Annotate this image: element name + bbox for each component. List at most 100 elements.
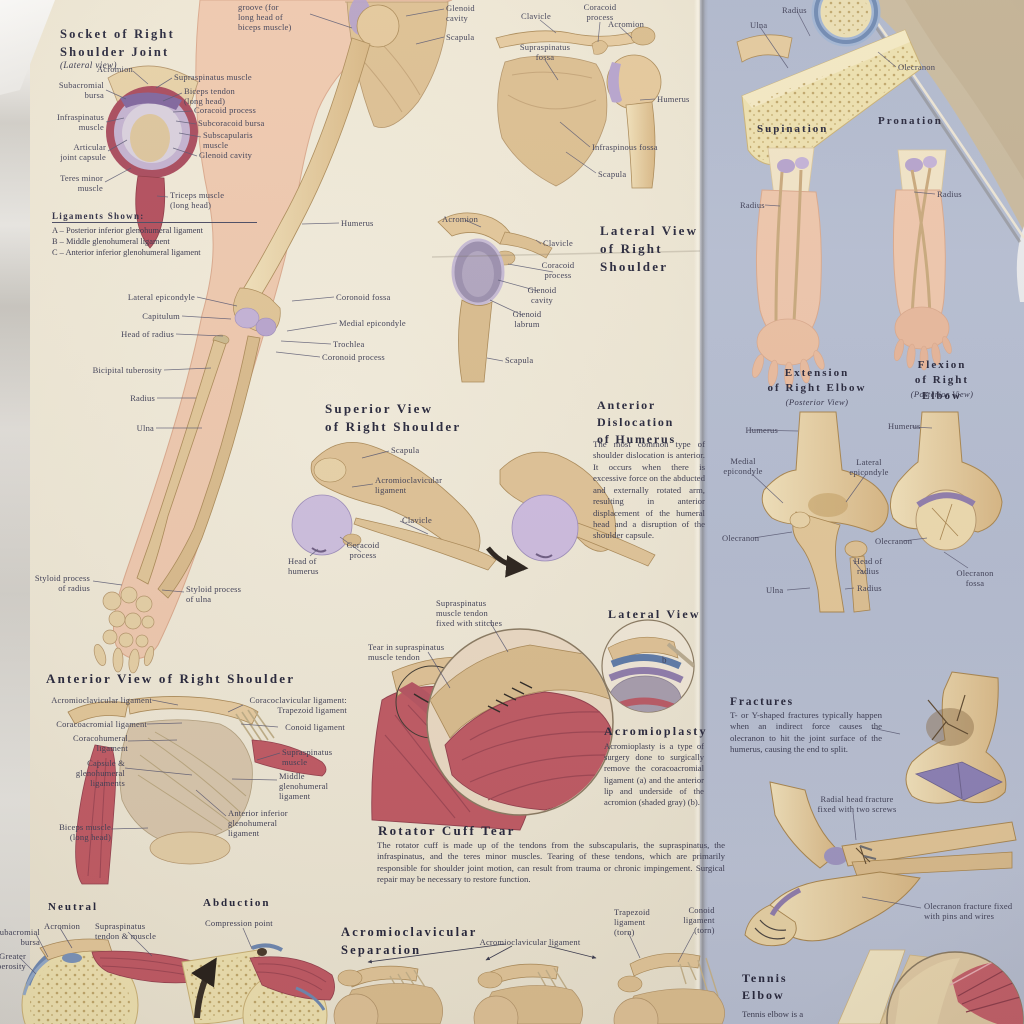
socket-title: Socket of Right Shoulder Joint (60, 27, 175, 59)
label-medial-epicondyle: Medial epicondyle (339, 318, 406, 328)
lateral-view-title: Lateral View of Right Shoulder (600, 223, 699, 275)
label-radius-pronation: Radius (937, 189, 962, 199)
label-subscapularis-muscle: Subscapularis muscle (203, 130, 253, 151)
label-scapula-top: Scapula (446, 32, 475, 42)
figure-ac-separation (333, 952, 725, 1024)
label-ulna-xsection: Ulna (750, 20, 768, 30)
label-olecranon-ext: Olecranon (722, 533, 760, 543)
leader-lines (19, 8, 969, 975)
label-medial-epicondyle-ext: Medial epicondyle (723, 456, 763, 477)
label-clavicle-superior: Clavicle (402, 515, 432, 525)
label-glenoid-cavity-top: Glenoid cavity (446, 3, 475, 24)
figure-pronation-arm (892, 149, 952, 371)
label-acromion-lateral: Acromion (442, 214, 479, 224)
wall-left-edge (0, 0, 34, 1024)
label-coronoid-fossa: Coronoid fossa (336, 292, 391, 302)
label-olecranon-xsection: Olecranon (898, 62, 936, 72)
label-olecranon-fracture: Olecranon fracture fixed with pins and w… (924, 901, 1013, 922)
figure-superior-view-dislocated (486, 451, 656, 578)
label-glenoid-cavity: Glenoid cavity (199, 150, 253, 160)
label-coracoid-superior: Coracoid process (346, 540, 380, 561)
figure-arm-anterior (93, 0, 453, 674)
extension-subtitle: (Posterior View) (785, 397, 849, 407)
label-lateral-epicondyle-ext: Lateral epicondyle (849, 457, 889, 478)
figure-impingement-neutral (21, 938, 201, 1024)
label-ulna: Ulna (136, 423, 154, 433)
label-coracohumeral: Coracohumeral ligament (73, 733, 128, 754)
label-olecranon-fossa: Olecranon fossa (956, 568, 994, 589)
label-head-of-humerus: Head of humerus (288, 556, 319, 577)
label-middle-gh: Middle glenohumeral ligament (279, 771, 329, 802)
poster-fold-crease (694, 0, 708, 1024)
figure-socket-lateral-view (106, 65, 199, 249)
acromioplasty-title: Acromioplasty (604, 724, 708, 738)
dislocation-body: The most common type of shoulder disloca… (593, 439, 705, 541)
label-radial-head-fracture: Radial head fracture fixed with two scre… (817, 794, 897, 815)
label-styloid-process-ulna: Styloid process of ulna (186, 584, 242, 605)
label-scapula-lateral: Scapula (505, 355, 534, 365)
label-styloid-process-radius: Styloid process of radius (34, 573, 90, 594)
label-articular-joint-capsule: Articular joint capsule (60, 142, 106, 163)
label-humerus: Humerus (657, 94, 690, 104)
fractures-title: Fractures (730, 696, 794, 708)
abduction-title: Abduction (203, 897, 271, 909)
label-compression-point: Compression point (205, 918, 273, 928)
label-infraspinatus-muscle: Infraspinatus muscle (57, 112, 104, 133)
superior-view-title: Superior View of Right Shoulder (325, 401, 462, 435)
label-scapula: Scapula (598, 169, 627, 179)
ac-separation-pointers (367, 943, 597, 964)
label-radius-supination: Radius (740, 200, 765, 210)
label-coronoid-process: Coronoid process (322, 352, 385, 362)
label-subcoracoid-bursa: Subcoracoid bursa (198, 118, 265, 128)
label-ac-ligament-ant: Acromioclavicular ligament (51, 695, 152, 705)
label-ulna-ext: Ulna (766, 585, 784, 595)
label-olecranon-flexion: Olecranon (875, 536, 913, 546)
acromioplasty-body: Acromioplasty is a type of surgery done … (604, 741, 704, 807)
label-clavicle-lateral: Clavicle (543, 238, 573, 248)
label-coracoid-process: Coracoid process (194, 105, 256, 115)
label-subacromial-bursa-impingement: Subacromial bursa (0, 927, 40, 948)
label-glenoid-labrum: Glenoid labrum (512, 309, 542, 330)
label-ac-ligament: Acromioclavicular ligament (375, 475, 443, 496)
figure-superior-view (291, 442, 497, 571)
label-stitches: Supraspinatus muscle tendon fixed with s… (436, 598, 503, 629)
lateral-view-inset-title: Lateral View (608, 607, 701, 621)
label-trapezoid-torn: Trapezoid ligament (torn) (614, 907, 650, 938)
neutral-title: Neutral (48, 901, 99, 913)
label-coracoid-process: Coracoid process (583, 2, 617, 23)
label-triceps-muscle: Triceps muscle (long head) (170, 190, 225, 211)
label-tear: Tear in supraspinatus muscle tendon (368, 642, 445, 663)
label-lateral-epicondyle: Lateral epicondyle (127, 292, 195, 302)
rotator-cuff-title: Rotator Cuff Tear (378, 823, 516, 838)
figure-elbow-cross-section (736, 0, 923, 166)
figure-elbow-flexion (889, 411, 1003, 551)
extension-title: Extension of Right Elbow (767, 367, 867, 395)
figure-impingement-abduction (181, 943, 335, 1024)
figure-fracture-radial-head (769, 781, 1017, 877)
label-humerus-extension: Humerus (745, 425, 778, 435)
tennis-elbow-body: Tennis elbow is a (742, 1009, 804, 1019)
figure-tennis-elbow (837, 949, 1024, 1024)
ligament-item-c: C – Anterior inferior glenohumeral ligam… (52, 248, 201, 257)
figure-posterior-shoulder (495, 26, 662, 189)
label-b-marker: b (662, 655, 667, 665)
socket-subtitle: (Lateral view) (60, 60, 117, 70)
fractures-body: T- or Y-shaped fractures typically happe… (730, 710, 882, 755)
label-conoid: Conoid ligament (285, 722, 345, 732)
label-radius-ext: Radius (857, 583, 882, 593)
ac-separation-title: Acromioclavicular Separation (341, 925, 478, 957)
label-acromion: Acromion (608, 19, 645, 29)
label-subacromial-bursa: Subacromial bursa (58, 80, 104, 101)
label-conoid-torn: Conoid ligament (torn) (683, 905, 715, 936)
label-supraspinatus-ant: Supraspinatus muscle (282, 747, 333, 768)
ligament-item-b: B – Middle glenohumeral ligament (52, 237, 170, 246)
figure-elbow-extension (761, 411, 889, 613)
label-groove: groove (for long head of biceps muscle) (238, 2, 292, 33)
pronation-title: Pronation (878, 115, 943, 127)
figure-fracture-humerus (905, 671, 1007, 804)
label-clavicle: Clavicle (521, 11, 551, 21)
figure-lateral-view-shoulder (437, 212, 553, 383)
label-anterior-inferior-gh: Anterior inferior glenohumeral ligament (228, 808, 288, 839)
flexion-title: Flexion of Right Elbow (914, 359, 970, 402)
